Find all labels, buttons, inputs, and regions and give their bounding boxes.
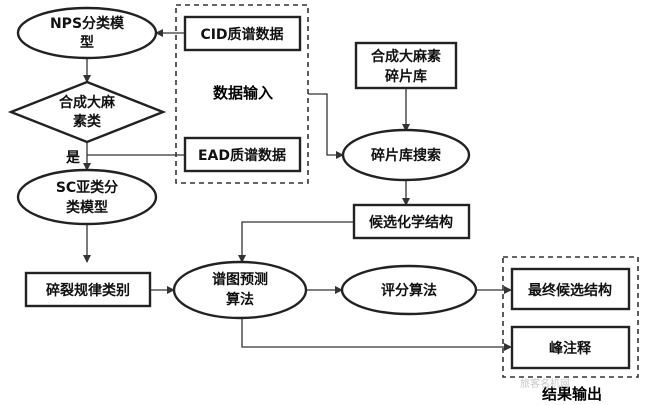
- fragment-library-label-1: 合成大麻素: [371, 48, 441, 65]
- result-output-label: 结果输出: [542, 385, 602, 403]
- fragment-library-node: [354, 41, 458, 90]
- nps-model-label-2: 型: [80, 34, 94, 51]
- candidate-structure-node: [352, 203, 471, 240]
- synthetic-check-label-1: 合成大麻: [59, 94, 116, 111]
- scoring-node: [340, 264, 478, 316]
- cleavage-rules-label: 碎裂规律类别: [46, 282, 130, 299]
- cid-data-label: CID质谱数据: [200, 26, 283, 43]
- spectrum-prediction-label-1: 谱图预测: [212, 271, 268, 288]
- sc-model-label-2: 类模型: [66, 199, 108, 216]
- peak-annotation-node: [510, 325, 631, 370]
- watermark-text: 旅客名机网: [520, 377, 570, 390]
- scoring-label: 评分算法: [381, 282, 437, 299]
- fragment-library-label-2: 碎片库: [385, 68, 427, 85]
- spectrum-prediction-label-2: 算法: [226, 291, 254, 308]
- cid-data-node: [183, 15, 302, 52]
- nps-model-node: [16, 6, 158, 60]
- candidate-structure-label: 候选化学结构: [369, 214, 453, 231]
- ead-data-label: EAD质谱数据: [198, 147, 286, 164]
- result-output-group: [502, 256, 639, 378]
- connectors: [83, 29, 512, 351]
- data-input-label: 数据输入: [213, 84, 273, 102]
- yes-label: 是: [66, 150, 81, 166]
- synthetic-check-node: [7, 80, 167, 144]
- library-search-node: [341, 128, 471, 182]
- sc-model-label-1: SC亚类分: [56, 179, 118, 196]
- spectrum-prediction-node: [172, 260, 308, 320]
- final-candidate-label: 最终候选结构: [528, 282, 612, 299]
- sc-model-node: [16, 168, 158, 226]
- library-search-label: 碎片库搜索: [371, 147, 441, 164]
- peak-annotation-label: 峰注释: [549, 340, 592, 357]
- final-candidate-node: [510, 267, 631, 311]
- nps-model-label-1: NPS分类模: [50, 15, 125, 32]
- cleavage-rules-node: [24, 271, 152, 308]
- ead-data-node: [183, 136, 302, 173]
- synthetic-check-label-2: 素类: [73, 113, 102, 130]
